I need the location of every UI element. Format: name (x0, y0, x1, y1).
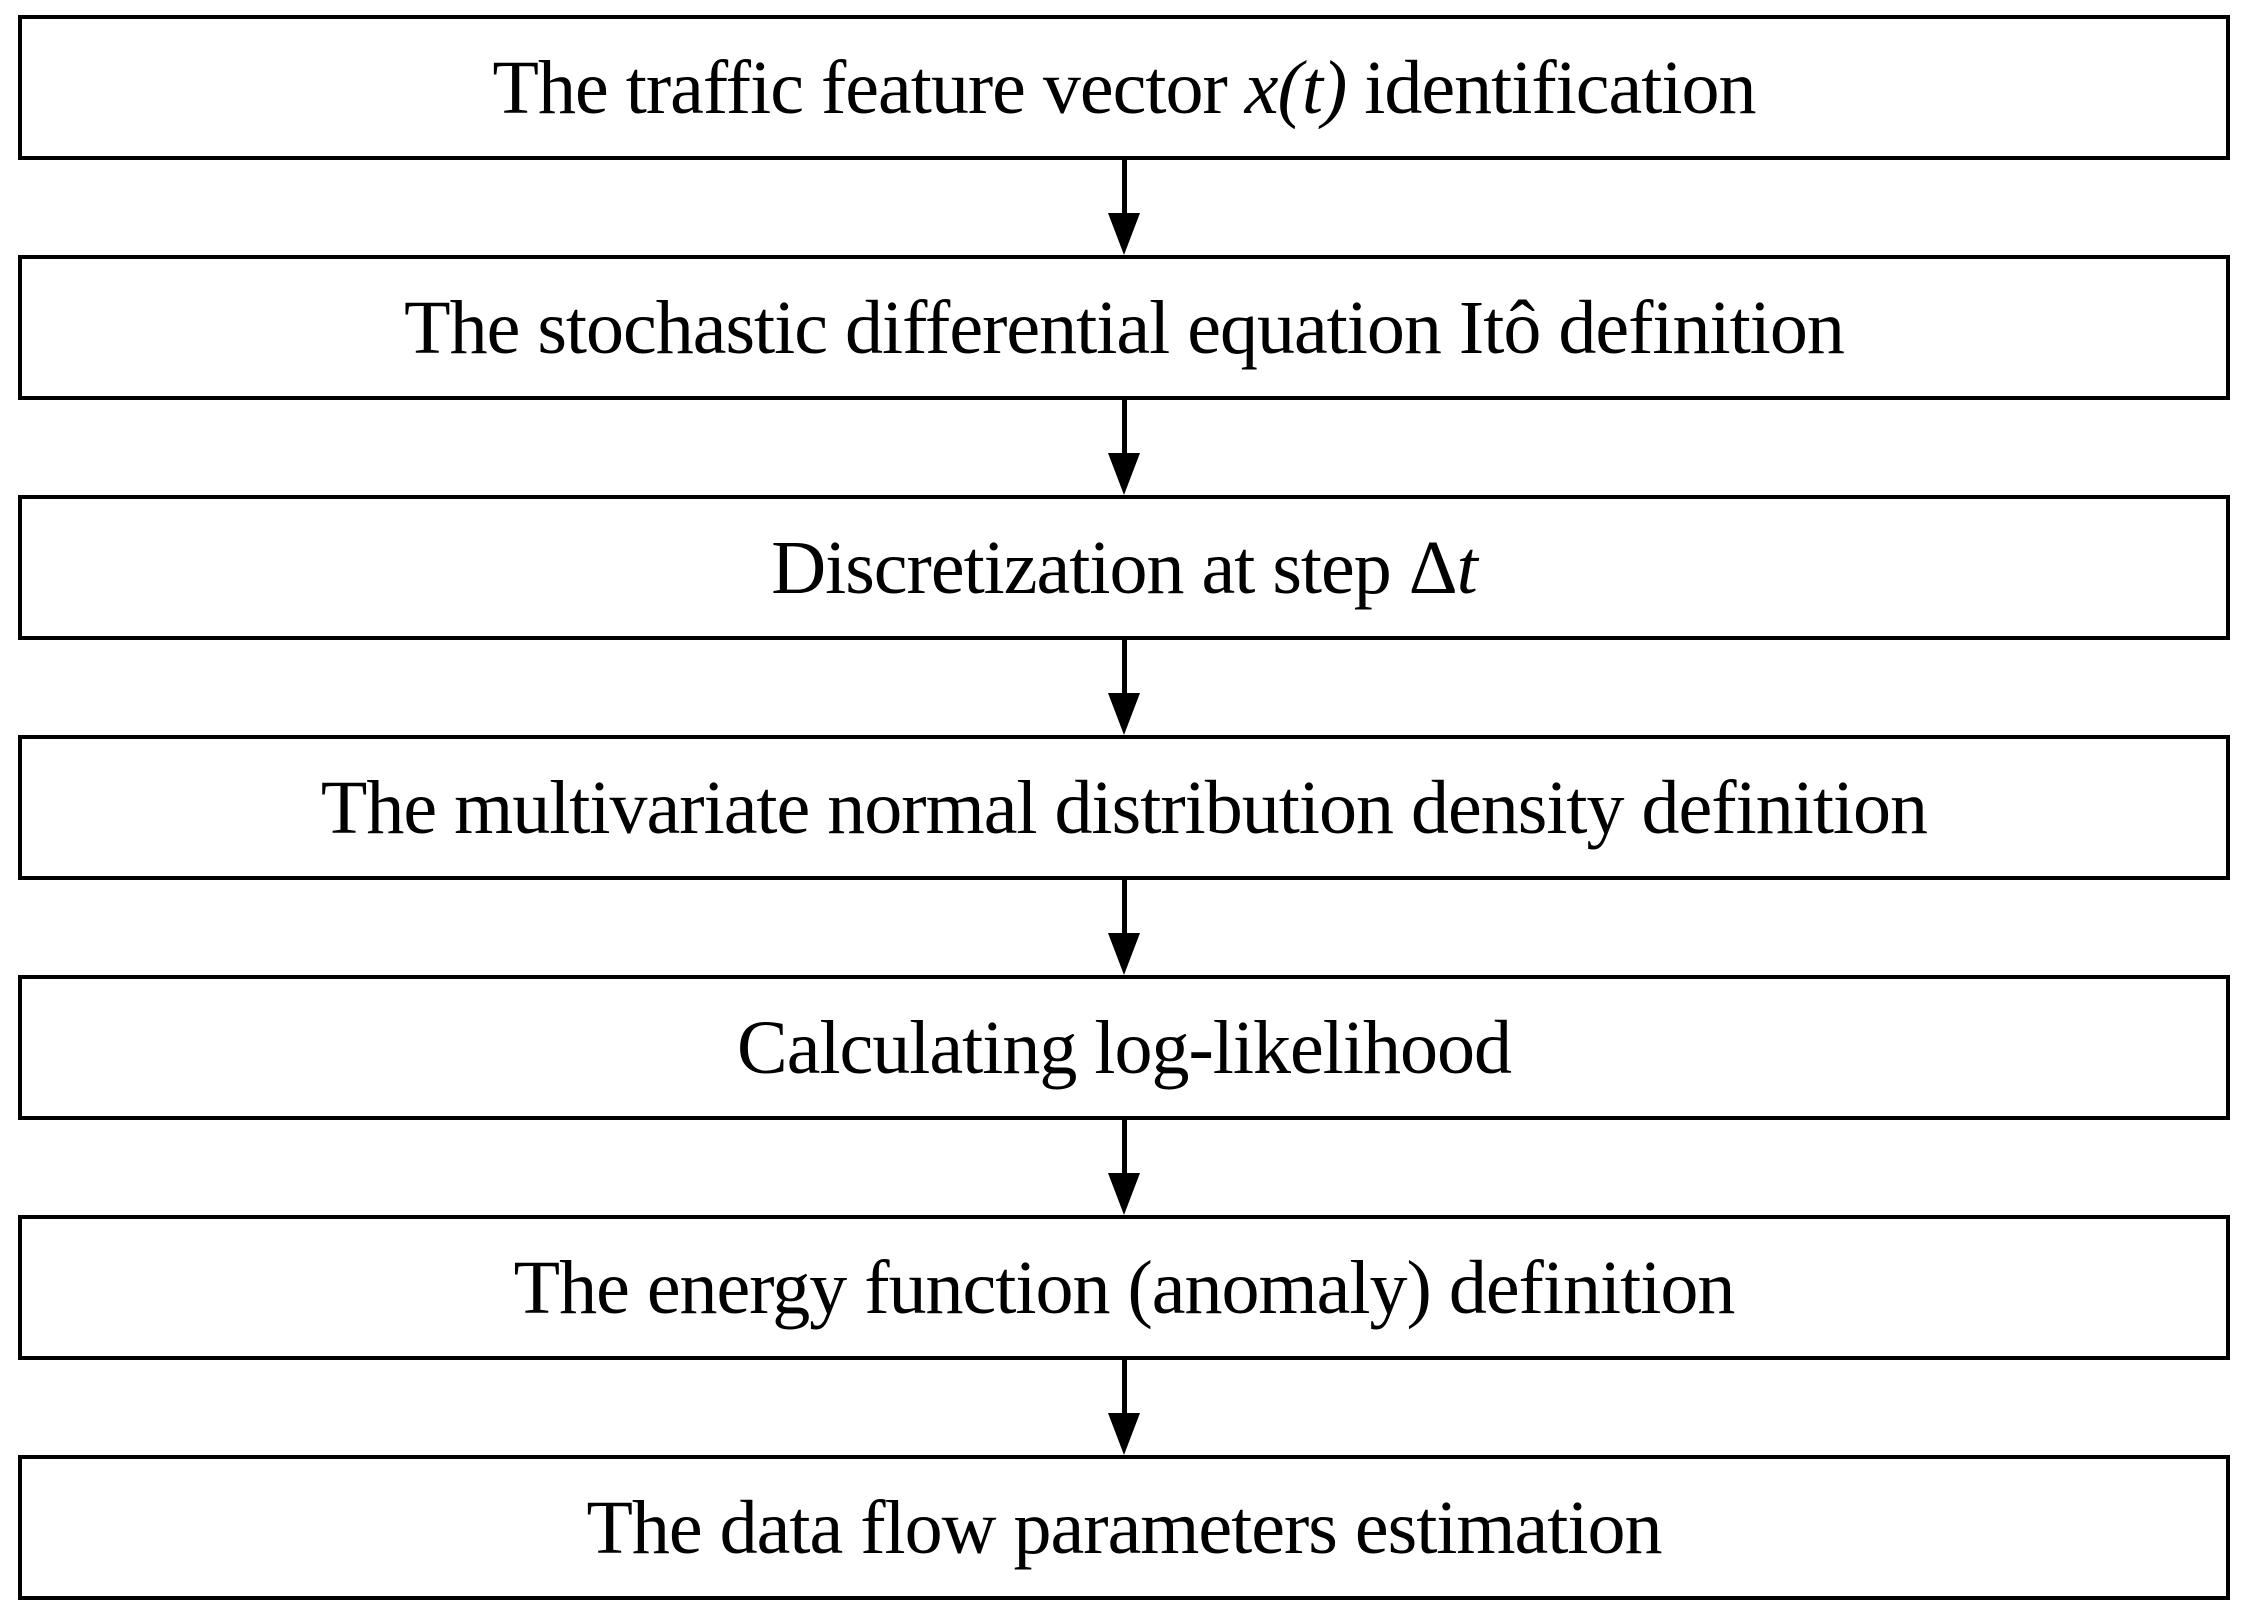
flow-step-log-likelihood: Calculating log-likelihood (18, 975, 2230, 1120)
arrow-head (1108, 1413, 1140, 1455)
arrow-shaft (1121, 880, 1127, 933)
arrow-shaft (1121, 1360, 1127, 1413)
label-text: Calculating log-likelihood (737, 1005, 1512, 1090)
arrow-head (1108, 453, 1140, 495)
arrow-down-icon (1108, 160, 1140, 255)
arrow-down-icon (1108, 880, 1140, 975)
arrow-head (1108, 693, 1140, 735)
math-text: x(t) (1244, 45, 1347, 130)
flow-step-label: The traffic feature vector x(t) identifi… (493, 50, 1757, 126)
math-text: t (1456, 525, 1478, 610)
label-text: The stochastic differential equation Itô… (404, 285, 1845, 370)
arrow-down-icon (1108, 640, 1140, 735)
flow-step-multivariate-normal-density: The multivariate normal distribution den… (18, 735, 2230, 880)
label-text: identification (1346, 45, 1756, 130)
flow-step-label: Discretization at step Δt (771, 530, 1478, 606)
arrow-down-icon (1108, 400, 1140, 495)
flow-step-data-flow-parameters: The data flow parameters estimation (18, 1455, 2230, 1600)
label-text: The multivariate normal distribution den… (320, 765, 1928, 850)
arrow-head (1108, 933, 1140, 975)
flow-step-traffic-feature-vector: The traffic feature vector x(t) identifi… (18, 15, 2230, 160)
flow-step-sde-ito-definition: The stochastic differential equation Itô… (18, 255, 2230, 400)
arrow-head (1108, 1173, 1140, 1215)
label-text: The energy function (anomaly) definition (513, 1245, 1736, 1330)
flow-step-label: The multivariate normal distribution den… (321, 770, 1928, 846)
arrow-shaft (1121, 400, 1127, 453)
label-text: The data flow parameters estimation (586, 1485, 1662, 1570)
flow-step-label: The data flow parameters estimation (586, 1490, 1662, 1566)
label-text: Discretization at step Δ (771, 525, 1457, 610)
flow-step-discretization: Discretization at step Δt (18, 495, 2230, 640)
label-text: The traffic feature vector (492, 45, 1245, 130)
arrow-head (1108, 213, 1140, 255)
arrow-shaft (1121, 1120, 1127, 1173)
arrow-shaft (1121, 160, 1127, 213)
flow-step-energy-function: The energy function (anomaly) definition (18, 1215, 2230, 1360)
arrow-down-icon (1108, 1360, 1140, 1455)
arrow-shaft (1121, 640, 1127, 693)
flow-step-label: The energy function (anomaly) definition (514, 1250, 1736, 1326)
flow-step-label: Calculating log-likelihood (737, 1010, 1512, 1086)
arrow-down-icon (1108, 1120, 1140, 1215)
flow-step-label: The stochastic differential equation Itô… (404, 290, 1845, 366)
